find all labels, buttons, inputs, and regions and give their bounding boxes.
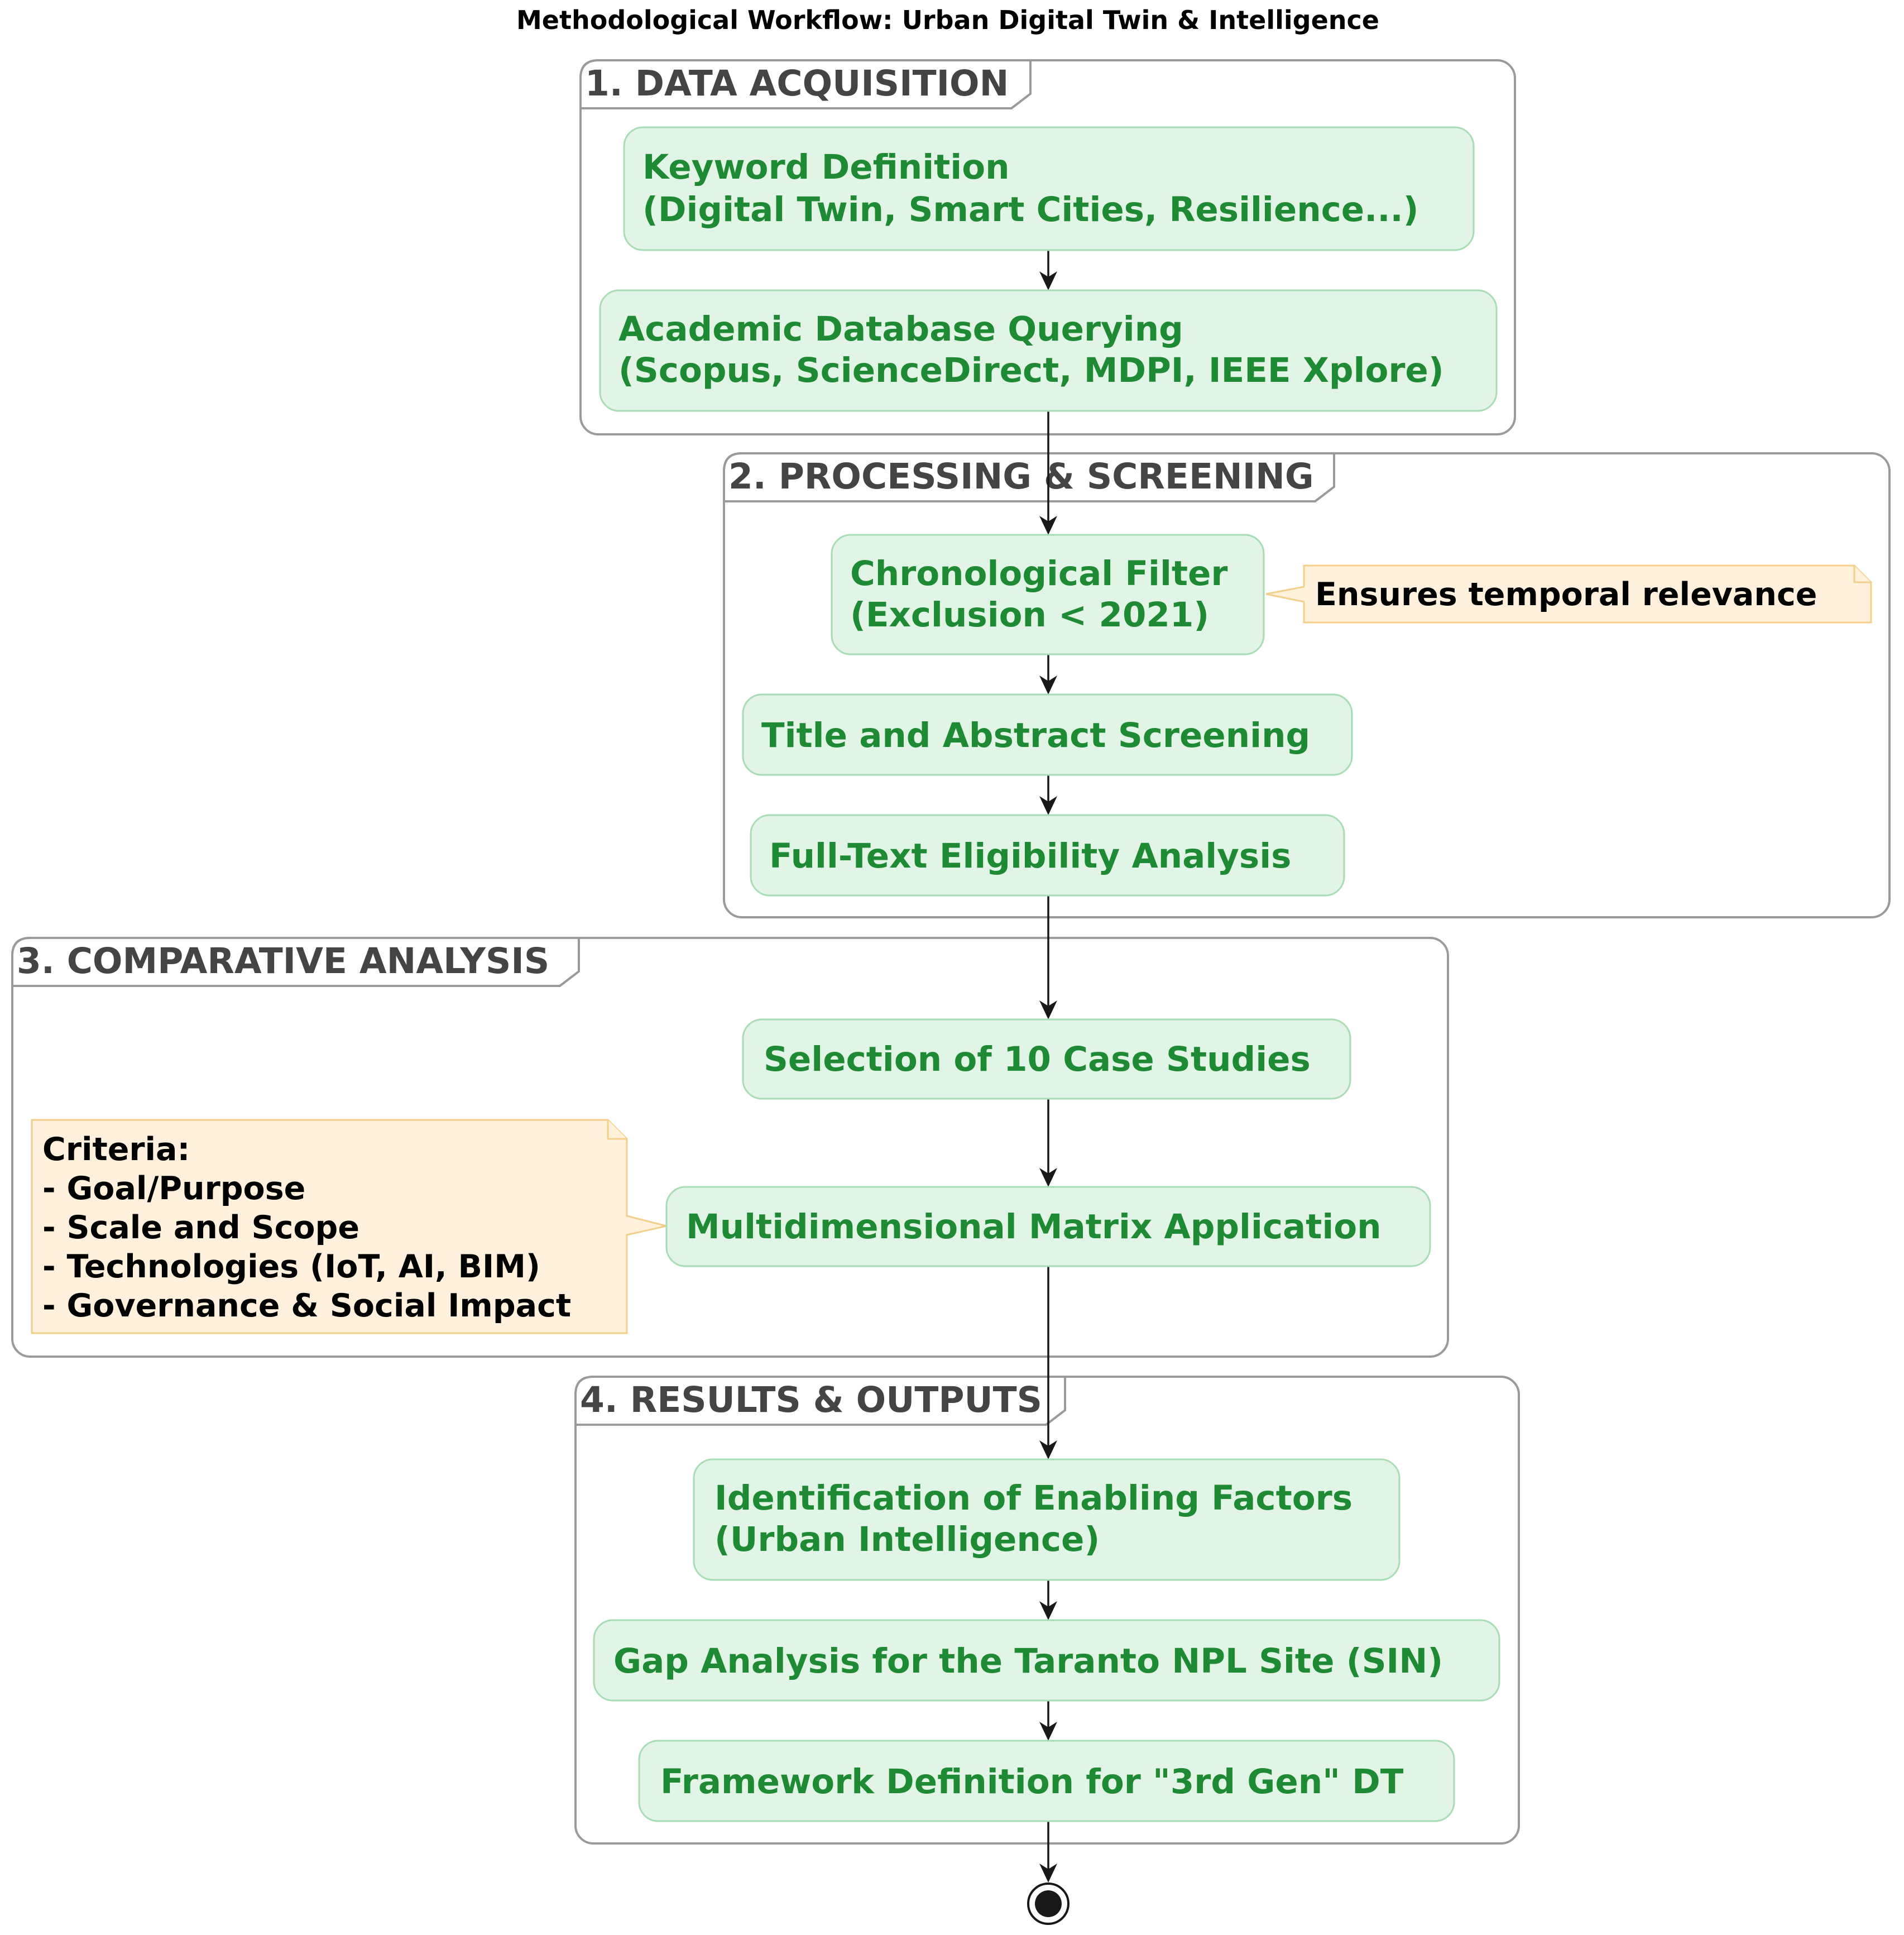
note-line: Criteria: [42,1131,190,1168]
phase-frame-processing-screening: 2. PROCESSING & SCREENING [723,452,1891,918]
phase-frame-data-acquisition: 1. DATA ACQUISITION [579,59,1516,435]
activity-case-study-selection: Selection of 10 Case Studies [742,1018,1351,1100]
note-line: - Governance & Social Impact [42,1287,571,1324]
activity-line: (Urban Intelligence) [714,1520,1100,1559]
phase-label-comparative-analysis: 3. COMPARATIVE ANALYSIS [17,941,549,981]
flow-connectors [1039,250,1057,1883]
activity-line: Full-Text Eligibility Analysis [769,836,1291,876]
activity-line: Multidimensional Matrix Application [686,1207,1382,1247]
svg-text:Criteria: - Goal/Purpose: Criteria: - Goal/Purpose - Scale and Sco… [42,1131,571,1324]
activity-database-querying: Academic Database Querying (Scopus, Scie… [599,289,1498,412]
activity-line: (Digital Twin, Smart Cities, Resilience.… [642,190,1419,229]
activity-line: Chronological Filter [850,554,1227,593]
svg-text:Chronological Filter (Ex: Chronological Filter (Exclusion < 2021) [850,554,1240,635]
activity-line: Title and Abstract Screening [761,716,1310,755]
activity-line: (Exclusion < 2021) [850,595,1209,635]
svg-text:Keyword Definition (Digi: Keyword Definition (Digital Twin, Smart … [642,147,1419,229]
phase-frame-results-outputs: 4. RESULTS & OUTPUTS [574,1376,1520,1845]
activity-line: (Scopus, ScienceDirect, MDPI, IEEE Xplor… [618,351,1444,390]
phase-label-processing-screening: 2. PROCESSING & SCREENING [728,456,1314,497]
note-line: - Technologies (IoT, AI, BIM) [42,1248,540,1285]
activity-full-text-eligibility: Full-Text Eligibility Analysis [750,814,1345,897]
note-criteria: Criteria: - Goal/Purpose - Scale and Sco… [31,1119,667,1334]
activity-line: Identification of Enabling Factors [714,1478,1353,1518]
activity-line: Keyword Definition [642,147,1010,187]
phase-label-data-acquisition: 1. DATA ACQUISITION [585,63,1009,104]
activity-matrix-application: Multidimensional Matrix Application [665,1186,1431,1267]
note-line: - Goal/Purpose [42,1170,305,1207]
note-temporal-relevance: Ensures temporal relevance [1265,564,1872,624]
svg-text:Academic Database Querying: Academic Database Querying (Scopus, Scie… [618,309,1444,390]
activity-title-abstract-screening: Title and Abstract Screening [742,693,1353,776]
stop-node [1027,1883,1069,1925]
activity-framework-definition: Framework Definition for "3rd Gen" DT [638,1740,1455,1822]
phase-label-results-outputs: 4. RESULTS & OUTPUTS [580,1380,1042,1420]
activity-enabling-factors: Identification of Enabling Factors (Urba… [693,1458,1401,1581]
activity-keyword-definition: Keyword Definition (Digital Twin, Smart … [623,126,1475,251]
activity-line: Academic Database Querying [618,309,1183,349]
activity-line: Gap Analysis for the Taranto NPL Site (S… [613,1641,1443,1681]
diagram-title: Methodological Workflow: Urban Digital T… [516,5,1379,35]
svg-text:Identification of Enabling Fac: Identification of Enabling Factors (Urba… [714,1478,1364,1559]
note-line: - Scale and Scope [42,1209,359,1246]
phase-frame-comparative-analysis: 3. COMPARATIVE ANALYSIS [11,937,1449,1358]
activity-chronological-filter: Chronological Filter (Exclusion < 2021) [831,534,1265,655]
activity-line: Framework Definition for "3rd Gen" DT [660,1762,1404,1802]
activity-gap-analysis: Gap Analysis for the Taranto NPL Site (S… [593,1619,1500,1702]
note-line: Ensures temporal relevance [1315,576,1817,613]
activity-line: Selection of 10 Case Studies [764,1040,1311,1079]
